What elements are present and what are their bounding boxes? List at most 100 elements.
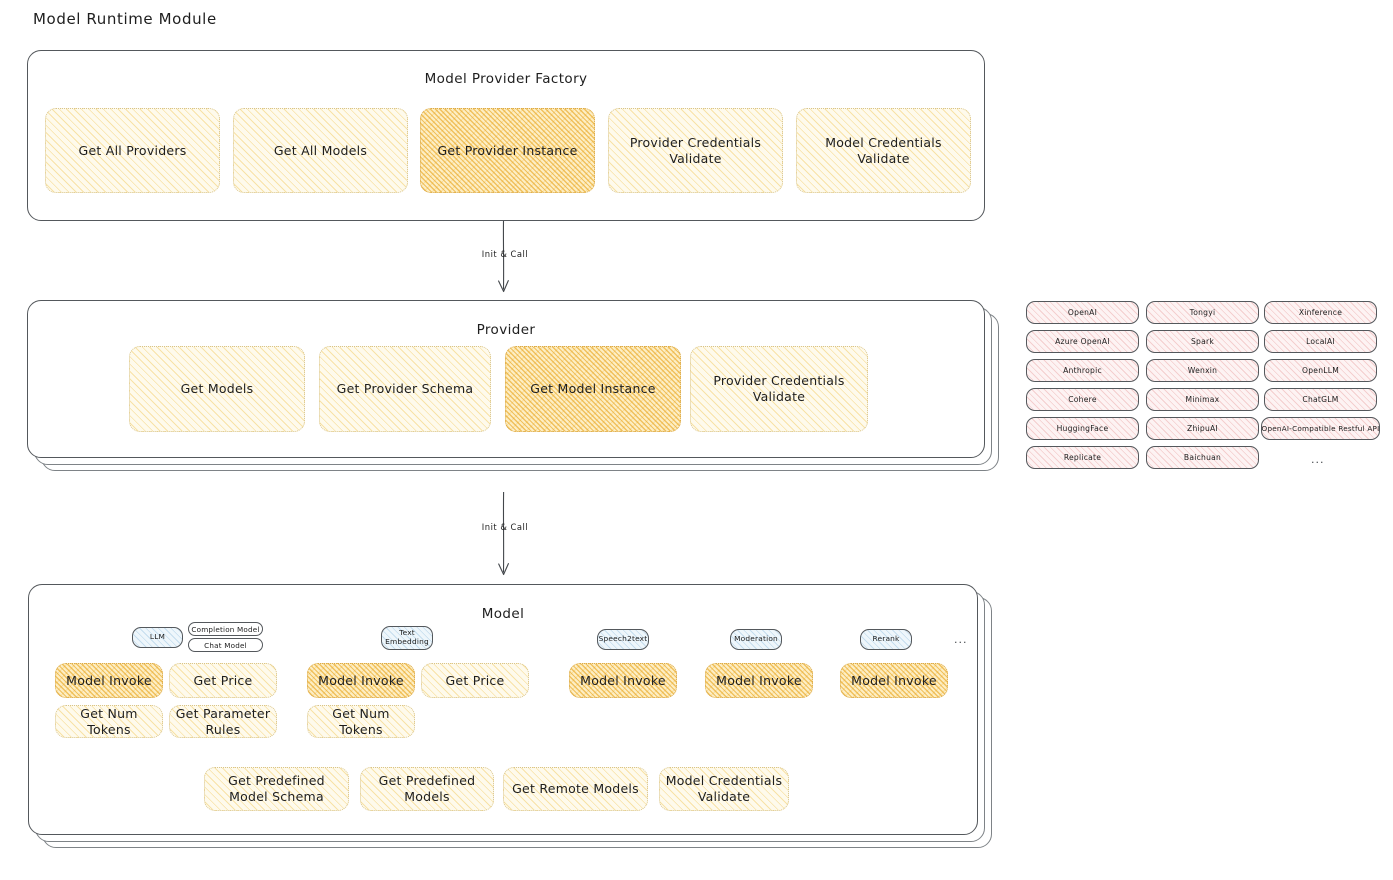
provider-chip-openllm[interactable]: OpenLLM xyxy=(1264,359,1377,382)
model-box-rerank-model-invoke[interactable]: Model Invoke xyxy=(840,663,948,698)
provider-title: Provider xyxy=(476,322,536,338)
provider-chip-chatglm[interactable]: ChatGLM xyxy=(1264,388,1377,411)
provider-chip-openai[interactable]: OpenAI xyxy=(1026,301,1139,324)
model-box-label: Get Parameter Rules xyxy=(175,705,271,737)
arrow-icon xyxy=(498,220,509,293)
factory-box-label: Get All Models xyxy=(273,142,368,158)
model-box-get-predefined-model-schema[interactable]: Get Predefined Model Schema xyxy=(204,767,349,811)
model-box-model-credentials-validate[interactable]: Model Credentials Validate xyxy=(659,767,789,811)
model-box-llm-get-price[interactable]: Get Price xyxy=(169,663,277,698)
provider-chip-label: Cohere xyxy=(1068,395,1097,404)
provider-chip-azure-openai[interactable]: Azure OpenAI xyxy=(1026,330,1139,353)
provider-chip-label: Anthropic xyxy=(1063,366,1102,375)
provider-chip-minimax[interactable]: Minimax xyxy=(1146,388,1259,411)
provider-chip-label: OpenLLM xyxy=(1301,366,1340,375)
provider-chip-xinference[interactable]: Xinference xyxy=(1264,301,1377,324)
provider-chip-huggingface[interactable]: HuggingFace xyxy=(1026,417,1139,440)
model-type-pill-label: Speech2text xyxy=(598,634,648,644)
provider-chip-openai-compatible-restful-api[interactable]: OpenAI-Compatible Restful API xyxy=(1261,417,1380,440)
model-type-pill-rerank[interactable]: Rerank xyxy=(860,629,912,650)
model-box-label: Model Invoke xyxy=(716,672,802,688)
model-type-pill-text-embedding[interactable]: Text Embedding xyxy=(381,626,433,650)
arrow-provider-to-model: Init & Call xyxy=(470,491,540,582)
provider-chip-label: Replicate xyxy=(1063,453,1102,462)
model-box-get-predefined-models[interactable]: Get Predefined Models xyxy=(360,767,494,811)
provider-chip-spark[interactable]: Spark xyxy=(1146,330,1259,353)
model-box-label: Get Predefined Model Schema xyxy=(228,773,325,804)
model-box-llm-get-parameter-rules[interactable]: Get Parameter Rules xyxy=(169,705,277,738)
model-type-pill-moderation[interactable]: Moderation xyxy=(730,629,782,650)
provider-chip-wenxin[interactable]: Wenxin xyxy=(1146,359,1259,382)
provider-chip-anthropic[interactable]: Anthropic xyxy=(1026,359,1139,382)
page-title: Model Runtime Module xyxy=(33,10,217,28)
provider-box-get-models[interactable]: Get Models xyxy=(129,346,305,432)
model-card: Model LLM Completion Model Chat Model Mo… xyxy=(28,584,978,835)
model-type-pill-label: Text Embedding xyxy=(385,628,429,646)
model-box-label: Model Invoke xyxy=(851,672,937,688)
model-box-label: Get Num Tokens xyxy=(332,705,390,737)
provider-chip-localai[interactable]: LocalAI xyxy=(1264,330,1377,353)
model-box-label: Get Num Tokens xyxy=(80,705,138,737)
model-provider-factory-card: Model Provider Factory Get All Providers… xyxy=(27,50,985,221)
factory-box-model-credentials-validate[interactable]: Model Credentials Validate xyxy=(796,108,971,193)
factory-box-label: Get Provider Instance xyxy=(437,142,578,158)
model-type-pill-label: LLM xyxy=(149,632,166,642)
model-type-pill-label: Rerank xyxy=(872,634,900,644)
factory-box-get-all-models[interactable]: Get All Models xyxy=(233,108,408,193)
provider-chip-label: LocalAI xyxy=(1306,337,1335,346)
factory-box-get-all-providers[interactable]: Get All Providers xyxy=(45,108,220,193)
arrow-icon xyxy=(498,491,509,576)
model-box-label: Model Credentials Validate xyxy=(665,773,783,804)
model-type-pill-llm[interactable]: LLM xyxy=(132,627,183,648)
model-box-llm-get-num-tokens[interactable]: Get Num Tokens xyxy=(55,705,163,738)
factory-box-label: Get All Providers xyxy=(78,142,187,158)
model-box-label: Get Price xyxy=(193,672,253,688)
model-box-llm-model-invoke[interactable]: Model Invoke xyxy=(55,663,163,698)
provider-chip-baichuan[interactable]: Baichuan xyxy=(1146,446,1259,469)
factory-box-get-provider-instance[interactable]: Get Provider Instance xyxy=(420,108,595,193)
provider-box-label: Get Models xyxy=(180,381,254,397)
provider-box-get-model-instance[interactable]: Get Model Instance xyxy=(505,346,681,432)
model-type-tag-label: Chat Model xyxy=(204,640,247,650)
model-type-tag-chat-model[interactable]: Chat Model xyxy=(188,638,263,652)
model-box-label: Model Invoke xyxy=(66,672,152,688)
model-box-text-embedding-get-num-tokens[interactable]: Get Num Tokens xyxy=(307,705,415,738)
arrow-label: Init & Call xyxy=(481,249,529,259)
provider-chip-label: ChatGLM xyxy=(1302,395,1339,404)
provider-chip-label: Spark xyxy=(1190,337,1215,346)
model-provider-factory-title: Model Provider Factory xyxy=(424,71,588,87)
model-type-tag-completion-model[interactable]: Completion Model xyxy=(188,622,263,636)
provider-card: Provider Get Models Get Provider Schema … xyxy=(27,300,985,458)
factory-box-label: Model Credentials Validate xyxy=(825,134,942,166)
factory-box-provider-credentials-validate[interactable]: Provider Credentials Validate xyxy=(608,108,783,193)
provider-chip-cohere[interactable]: Cohere xyxy=(1026,388,1139,411)
model-box-get-remote-models[interactable]: Get Remote Models xyxy=(503,767,648,811)
provider-chip-label: Minimax xyxy=(1185,395,1220,404)
provider-chip-zhipuai[interactable]: ZhipuAI xyxy=(1146,417,1259,440)
provider-chip-label: OpenAI-Compatible Restful API xyxy=(1261,424,1380,433)
provider-chip-replicate[interactable]: Replicate xyxy=(1026,446,1139,469)
model-box-text-embedding-model-invoke[interactable]: Model Invoke xyxy=(307,663,415,698)
model-box-label: Model Invoke xyxy=(318,672,404,688)
provider-chip-label: OpenAI xyxy=(1067,308,1098,317)
provider-box-label: Get Provider Schema xyxy=(336,381,474,397)
model-box-moderation-model-invoke[interactable]: Model Invoke xyxy=(705,663,813,698)
provider-chip-label: Tongyi xyxy=(1189,308,1216,317)
model-box-speech2text-model-invoke[interactable]: Model Invoke xyxy=(569,663,677,698)
model-box-text-embedding-get-price[interactable]: Get Price xyxy=(421,663,529,698)
model-box-label: Get Remote Models xyxy=(512,781,639,797)
provider-chip-label: Azure OpenAI xyxy=(1055,337,1110,346)
provider-chip-label: Baichuan xyxy=(1183,453,1222,462)
provider-box-label: Get Model Instance xyxy=(530,381,656,397)
provider-chip-label: Wenxin xyxy=(1187,366,1218,375)
provider-box-label: Provider Credentials Validate xyxy=(713,373,845,404)
model-box-label: Get Predefined Models xyxy=(378,773,476,804)
model-box-label: Model Invoke xyxy=(580,672,666,688)
model-types-more-ellipsis: ... xyxy=(954,633,968,646)
provider-chip-tongyi[interactable]: Tongyi xyxy=(1146,301,1259,324)
model-type-pill-speech2text[interactable]: Speech2text xyxy=(597,629,649,650)
arrow-factory-to-provider: Init & Call xyxy=(470,220,540,299)
provider-box-provider-credentials-validate[interactable]: Provider Credentials Validate xyxy=(690,346,868,432)
provider-box-get-provider-schema[interactable]: Get Provider Schema xyxy=(319,346,491,432)
factory-box-label: Provider Credentials Validate xyxy=(629,134,762,166)
